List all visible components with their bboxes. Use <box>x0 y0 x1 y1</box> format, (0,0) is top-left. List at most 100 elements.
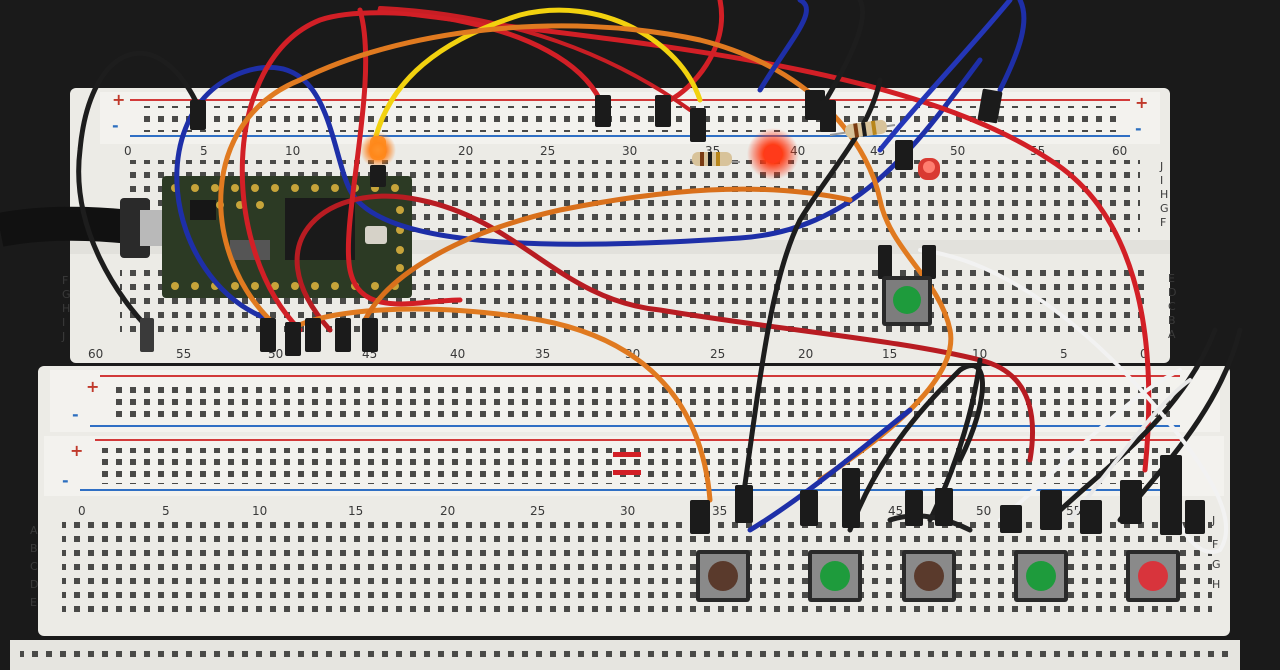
column-number: 15 <box>882 347 897 361</box>
row-letter: F <box>1212 538 1218 551</box>
row-letter: F <box>62 274 68 287</box>
row-letter: H <box>62 302 70 315</box>
row-letter: I <box>62 316 65 329</box>
column-number: 30 <box>622 144 637 158</box>
column-number: 45 <box>888 504 903 518</box>
rail-minus-label: - <box>1135 119 1142 138</box>
column-number: 20 <box>440 504 455 518</box>
upper-top-numbers: 0 5 10 15 20 25 30 35 40 45 50 55 60 <box>124 144 1127 158</box>
resistors <box>689 119 896 166</box>
black-wire <box>847 363 985 533</box>
row-letter: H <box>1212 578 1220 591</box>
column-number: 60 <box>88 347 103 361</box>
blue-wire <box>757 0 809 93</box>
row-letter: D <box>1168 286 1176 299</box>
upper-left-letters: F G H I J <box>61 274 71 343</box>
row-letter: F <box>1160 216 1166 229</box>
row-letter: B <box>1168 314 1176 327</box>
column-number: 5 <box>1060 347 1068 361</box>
column-number: 50 <box>950 144 965 158</box>
rail-minus-label: - <box>72 405 79 424</box>
column-number: 15 <box>348 504 363 518</box>
rail-plus-label: + <box>70 441 83 460</box>
column-number: 30 <box>620 504 635 518</box>
column-number: 0 <box>1140 347 1148 361</box>
row-letter: G <box>1160 202 1169 215</box>
white-wire <box>998 368 1182 522</box>
rail-minus-label: - <box>112 116 119 135</box>
row-letter: A <box>1168 328 1176 341</box>
short-red-jumpers <box>613 452 641 475</box>
wires <box>76 0 1243 554</box>
orange-wire <box>287 306 713 503</box>
black-wire <box>1047 327 1218 523</box>
row-letter: E <box>30 596 37 609</box>
row-letter: J <box>1159 160 1163 173</box>
row-letter: G <box>1212 558 1221 571</box>
column-number: 25 <box>710 347 725 361</box>
resistor <box>689 152 741 166</box>
button-brown-1 <box>696 550 750 602</box>
resistor <box>829 119 896 139</box>
red-wire <box>377 7 1152 473</box>
program-button <box>365 226 387 244</box>
column-number: 35 <box>535 347 550 361</box>
button-green-upper <box>882 276 932 326</box>
leds <box>360 128 940 180</box>
red-wire <box>378 6 692 112</box>
jumper-heads <box>140 88 1205 535</box>
row-letter: D <box>30 578 38 591</box>
row-letter: J <box>1211 514 1215 527</box>
blue-wire <box>747 407 913 533</box>
orange-wire <box>362 186 853 323</box>
black-wire <box>76 50 203 333</box>
rail-minus-label: - <box>62 471 69 490</box>
red-wire <box>239 10 603 333</box>
column-number: 50 <box>976 504 991 518</box>
blue-wire <box>877 0 1013 153</box>
button-brown-2 <box>902 550 956 602</box>
column-number: 35 <box>712 504 727 518</box>
row-letter: A <box>30 524 38 537</box>
upper-right-letters: J I H G F E D C B A <box>1159 160 1176 341</box>
red-wire <box>667 0 724 103</box>
row-letter: C <box>1168 300 1176 313</box>
row-letter: J <box>61 330 65 343</box>
column-number: 5 <box>162 504 170 518</box>
white-wire <box>918 248 1229 554</box>
column-number: 60 <box>1112 144 1127 158</box>
row-letter: E <box>1168 272 1175 285</box>
blue-wire <box>997 0 1027 93</box>
column-number: 10 <box>252 504 267 518</box>
black-wire <box>887 513 973 533</box>
column-number: 25 <box>530 504 545 518</box>
row-letter: H <box>1160 188 1168 201</box>
rail-plus-label: + <box>86 377 99 396</box>
column-number: 0 <box>78 504 86 518</box>
column-number: 40 <box>450 347 465 361</box>
row-letter: I <box>1160 174 1163 187</box>
column-number: 0 <box>124 144 132 158</box>
rail-plus-label: + <box>1135 93 1148 112</box>
column-number: 10 <box>285 144 300 158</box>
column-number: 25 <box>540 144 555 158</box>
row-letter: G <box>62 288 71 301</box>
button-red <box>1126 550 1180 602</box>
pushbuttons <box>696 276 1180 602</box>
column-number: 55 <box>176 347 191 361</box>
column-number: 20 <box>458 144 473 158</box>
black-wire <box>817 0 866 113</box>
button-green-1 <box>808 550 862 602</box>
lower-left-letters: A B C D E <box>30 524 38 609</box>
row-letter: B <box>30 542 38 555</box>
row-letter: C <box>30 560 38 573</box>
red-wire <box>345 7 463 307</box>
column-number: 5 <box>200 144 208 158</box>
button-green-2 <box>1014 550 1068 602</box>
red-wire <box>294 193 1036 463</box>
orange-wire <box>218 23 954 483</box>
rail-plus-label: + <box>112 90 125 109</box>
lower-right-letters: J F G H <box>1211 514 1221 591</box>
yellow-wire <box>372 7 703 143</box>
